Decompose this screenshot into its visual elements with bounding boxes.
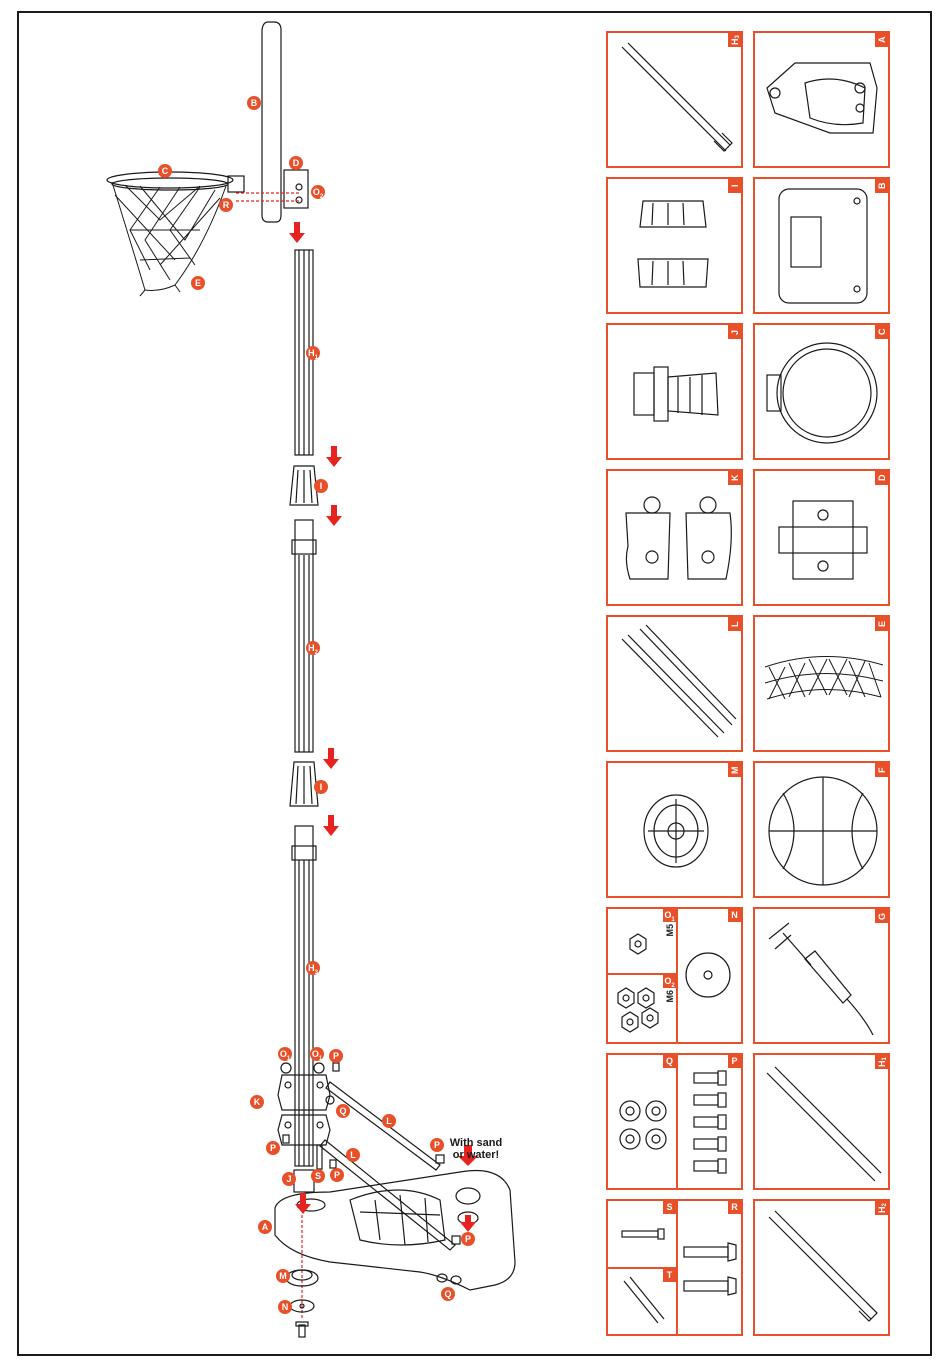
fill-note: With sand or water!	[446, 1137, 506, 1161]
part-panel-O-N: O1 M5 O2 M6 N	[606, 907, 743, 1044]
callout-H2: H2	[306, 641, 320, 655]
callout-P-base: P	[330, 1168, 344, 1182]
part-panel-E: E	[753, 615, 890, 752]
part-panel-D: D	[753, 469, 890, 606]
foot-icon	[608, 763, 743, 898]
callout-M: M	[276, 1269, 290, 1283]
net-icon	[755, 617, 890, 752]
nuts-bolts-icon	[608, 1055, 743, 1190]
pole-h1-icon	[755, 1055, 890, 1190]
callout-P-left: P	[266, 1141, 280, 1155]
callout-P-top: P	[329, 1049, 343, 1063]
callout-I-bottom: I	[314, 780, 328, 794]
callout-O2: O2	[311, 185, 325, 199]
callout-Q-bottom: Q	[441, 1287, 455, 1301]
callout-P-right: P	[461, 1232, 475, 1246]
callout-L-lower: L	[346, 1148, 360, 1162]
connector-icon	[608, 325, 743, 460]
strut-icon	[608, 617, 743, 752]
backboard-icon	[755, 179, 890, 314]
clamp-icon	[608, 471, 743, 606]
callout-E: E	[191, 276, 205, 290]
callout-C: C	[158, 164, 172, 178]
part-panel-K: K	[606, 469, 743, 606]
backboard-drawing	[262, 22, 281, 222]
callout-B: B	[247, 96, 261, 110]
callout-R: R	[219, 198, 233, 212]
callout-Q-mid: Q	[336, 1104, 350, 1118]
part-panel-Q-P: Q P	[606, 1053, 743, 1190]
part-panel-H3: H3	[606, 31, 743, 168]
pump-icon	[755, 909, 890, 1044]
part-panel-H1: H1	[753, 1053, 890, 1190]
rim-drawing	[107, 172, 244, 192]
part-panel-M: M	[606, 761, 743, 898]
callout-J: J	[282, 1172, 296, 1186]
callout-H3: H3	[306, 961, 320, 975]
callout-S: S	[311, 1169, 325, 1183]
callout-H1: H1	[306, 346, 320, 360]
callout-A: A	[258, 1220, 272, 1234]
part-panel-F: F	[753, 761, 890, 898]
bracket-icon	[755, 471, 890, 606]
callout-K: K	[250, 1095, 264, 1109]
fill-note-line1: With sand	[446, 1137, 506, 1149]
part-panel-L: L	[606, 615, 743, 752]
rim-icon	[755, 325, 890, 460]
callout-O1-right: O1	[310, 1047, 324, 1061]
nuts-washer-icon	[608, 909, 743, 1044]
callout-D: D	[289, 156, 303, 170]
callout-O1-left: O1	[278, 1047, 292, 1061]
base-icon	[755, 33, 890, 168]
pole-h3-icon	[608, 33, 743, 168]
screws-icon	[608, 1201, 743, 1336]
net-drawing	[112, 182, 226, 296]
callout-I-top: I	[314, 479, 328, 493]
callout-P-note: P	[430, 1138, 444, 1152]
knob-icon	[608, 179, 743, 314]
part-panel-C: C	[753, 323, 890, 460]
pole-h2-icon	[755, 1201, 890, 1336]
strut-upper-drawing	[326, 1082, 440, 1170]
part-panel-H2: H2	[753, 1199, 890, 1336]
strut-lower-drawing	[320, 1140, 455, 1250]
part-panel-G: G	[753, 907, 890, 1044]
part-panel-S-R-T: S R T	[606, 1199, 743, 1336]
callout-N: N	[278, 1300, 292, 1314]
part-panel-A: A	[753, 31, 890, 168]
ball-icon	[755, 763, 890, 898]
callout-L-upper: L	[382, 1114, 396, 1128]
fill-note-line2: or water!	[446, 1149, 506, 1161]
part-panel-I: I	[606, 177, 743, 314]
part-panel-B: B	[753, 177, 890, 314]
part-panel-J: J	[606, 323, 743, 460]
bracket-drawing	[284, 170, 308, 208]
